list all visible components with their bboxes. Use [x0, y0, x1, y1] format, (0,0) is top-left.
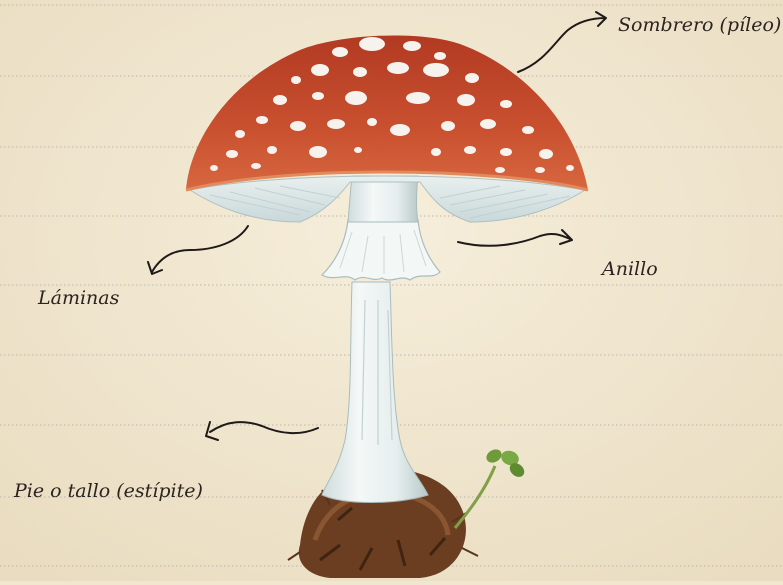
- upper-stem: [348, 176, 418, 222]
- label-sombrero: Sombrero (píleo): [618, 14, 781, 36]
- label-laminas: Láminas: [38, 287, 119, 309]
- label-pie: Pie o tallo (estípite): [14, 480, 203, 502]
- label-anillo: Anillo: [602, 258, 658, 280]
